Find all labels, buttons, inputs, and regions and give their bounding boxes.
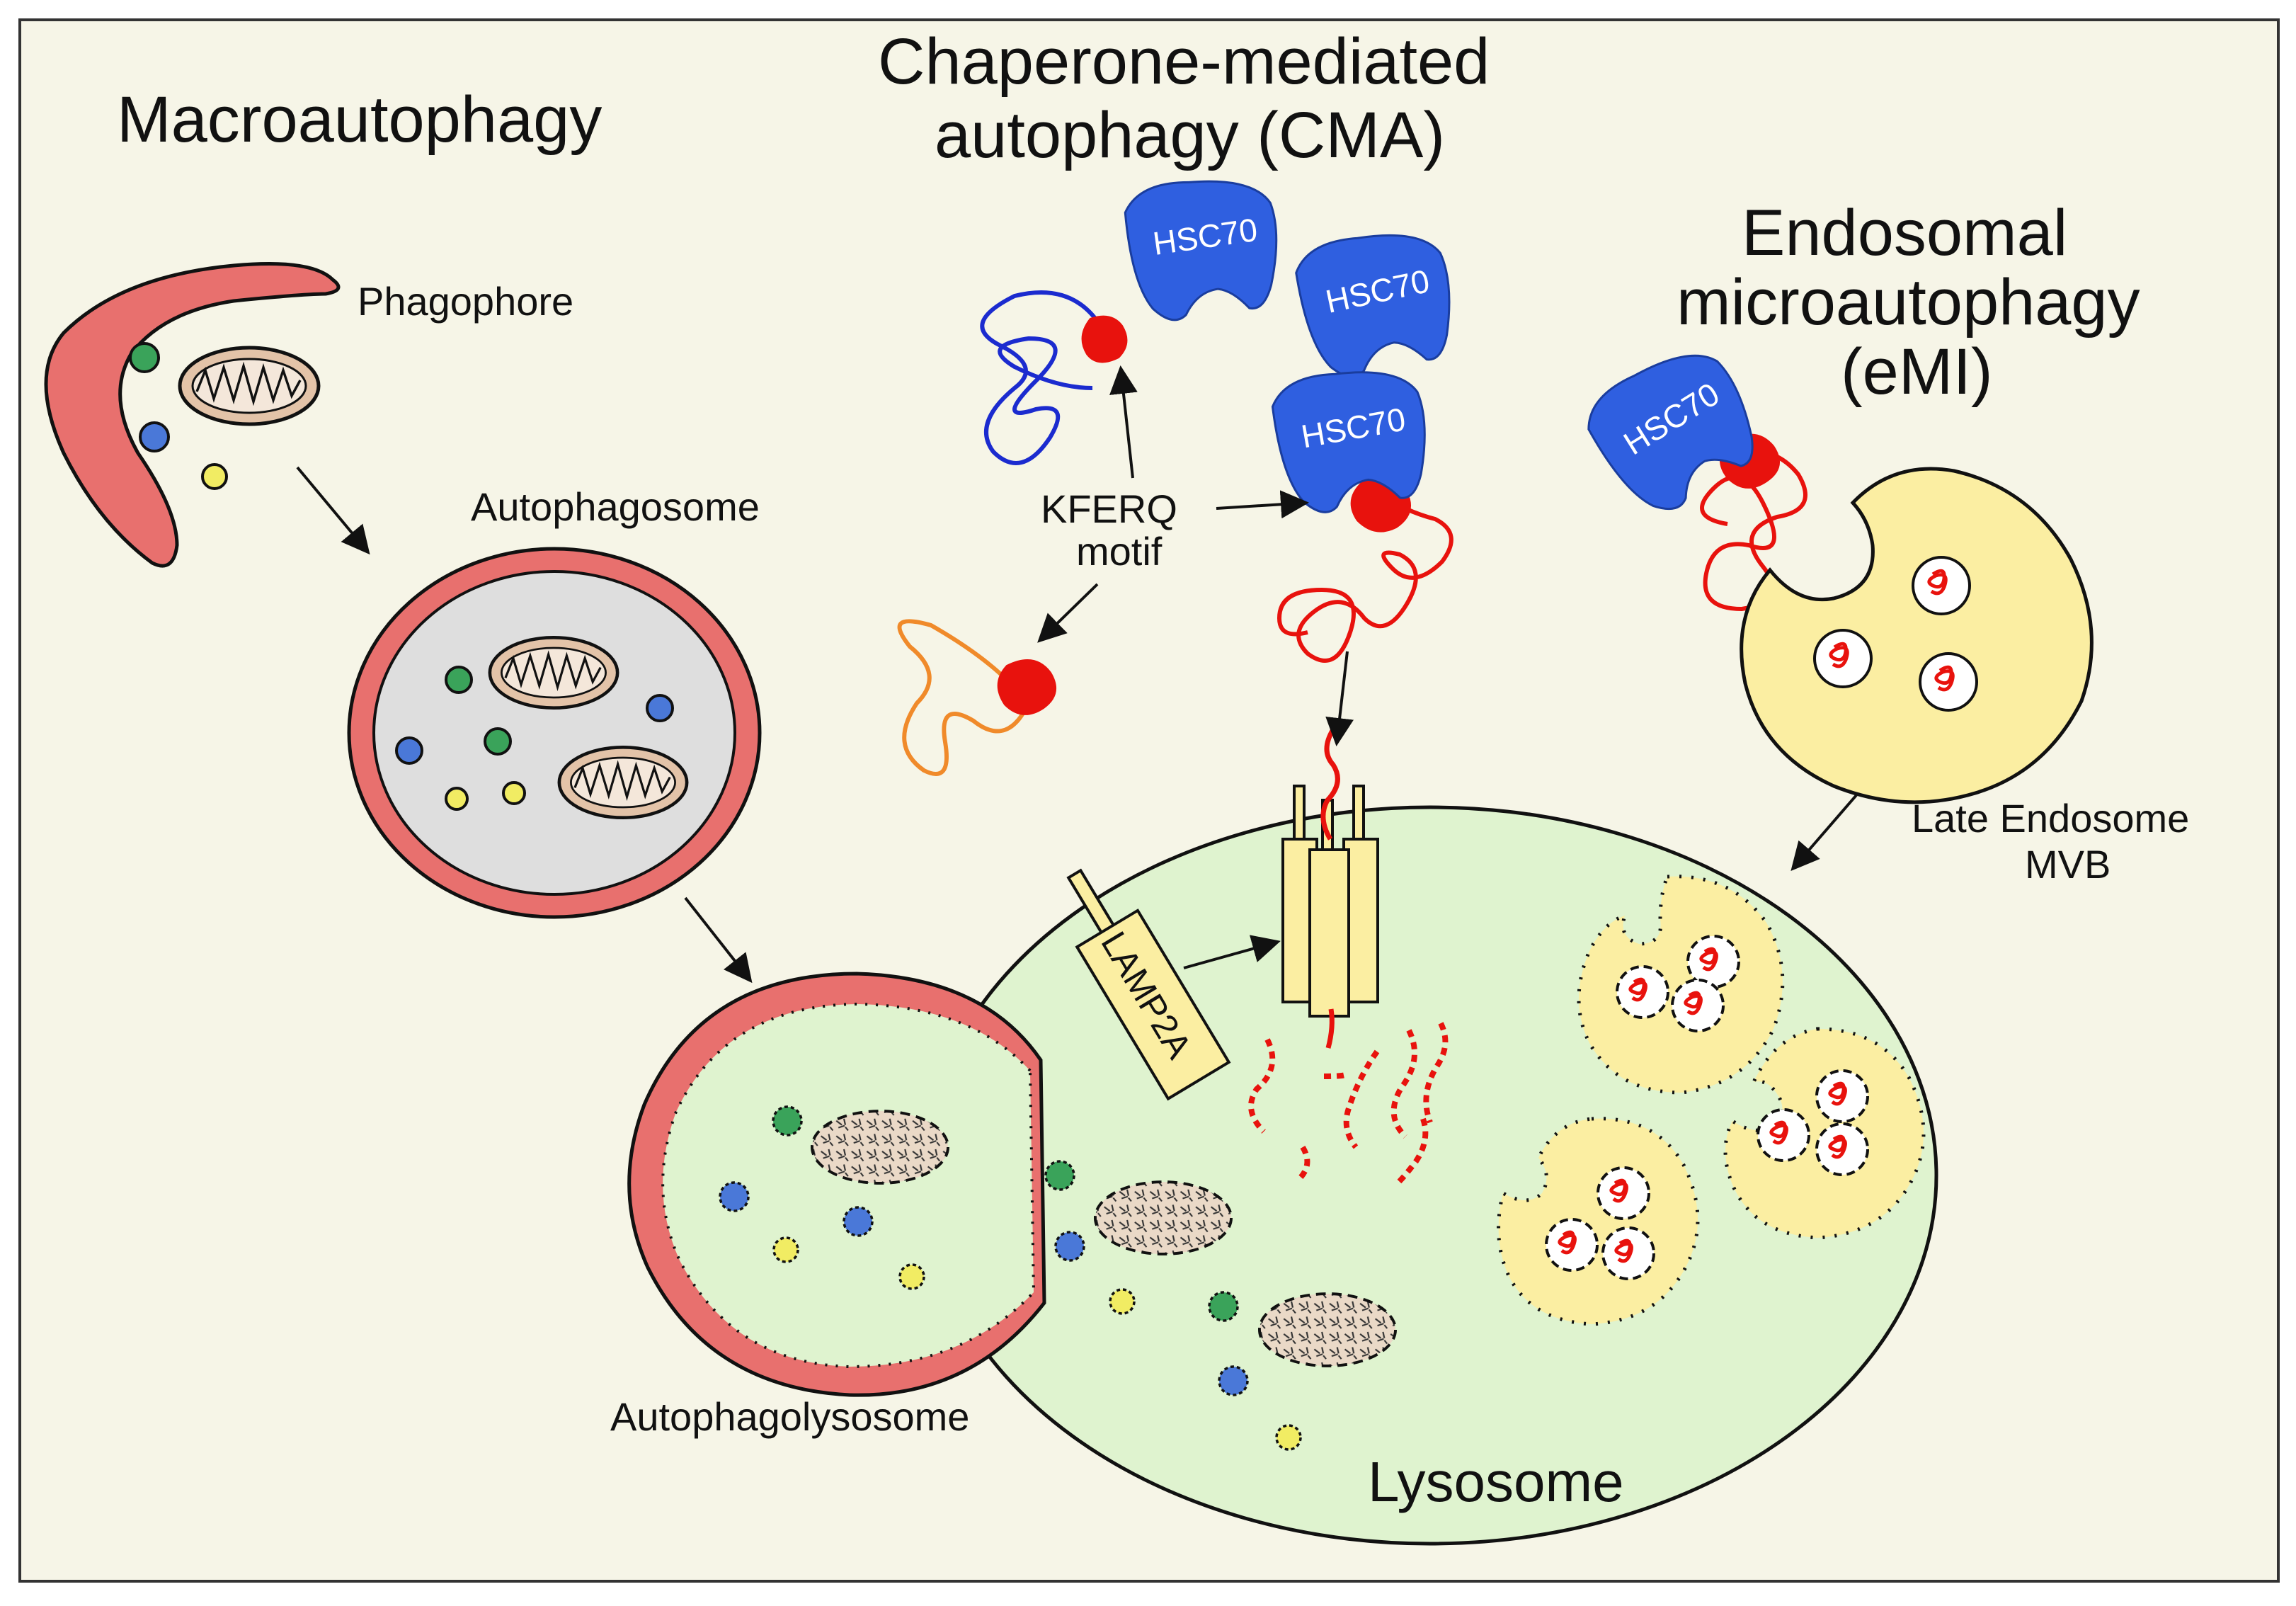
macroautophagy-heading: Macroautophagy	[117, 84, 602, 156]
intraluminal-vesicle	[1920, 654, 1977, 710]
cma-substrate-blue	[980, 290, 1128, 465]
autophagosome-lumen	[372, 570, 736, 896]
lysosome-label: Lysosome	[1368, 1450, 1624, 1513]
kferq-label-line2: motif	[1076, 529, 1163, 574]
cma-substrate-orange	[897, 619, 1057, 776]
degraded-mitochondrion	[1257, 1292, 1398, 1367]
cma-heading-line2: autophagy (CMA)	[935, 99, 1445, 171]
hsc70-chaperone: HSC70	[1267, 358, 1439, 520]
fused-endosome	[1497, 1117, 1700, 1326]
emi-heading-line1: Endosomal	[1742, 197, 2067, 269]
fused-endosome	[1577, 875, 1785, 1095]
fused-endosome	[1723, 1027, 1926, 1240]
cargo-yellow	[502, 781, 526, 805]
hsc70-chaperone: HSC70	[1120, 169, 1288, 326]
lamp2a-channel	[1281, 785, 1379, 1018]
arrow-phagophore-to-autophagosome	[296, 466, 370, 555]
translocating-substrate	[1320, 728, 1340, 841]
cargo-blue	[395, 736, 423, 765]
degraded-mitochondrion	[810, 1110, 950, 1185]
cma-heading-line1: Chaperone-mediated	[878, 25, 1490, 98]
autophagolysosome-label: Autophagolysosome	[610, 1394, 969, 1439]
hsc70-chaperone: HSC70	[1575, 331, 1775, 527]
phagophore-mitochondrion	[180, 348, 319, 424]
lamp2a-monomer: LAMP2A	[1066, 868, 1231, 1101]
arrow-lamp2a-to-channel	[1183, 935, 1281, 969]
emi-heading-line2: microautophagy	[1677, 266, 2140, 338]
hsc70-chaperone: HSC70	[1289, 219, 1465, 385]
cargo-green	[484, 727, 512, 756]
arrow-endosome-to-lysosome	[1790, 794, 1858, 872]
degraded-substrate-fragments	[1248, 1022, 1449, 1185]
arrow-kferq-to-bound-substrate	[1216, 490, 1309, 519]
cargo-green	[129, 342, 160, 373]
arrow-kferq-to-orange-substrate	[1037, 583, 1099, 643]
autophagosome-mitochondrion-bottom	[559, 747, 687, 817]
cargo-yellow	[201, 463, 228, 490]
late-endosome-label-line2: MVB	[2025, 842, 2111, 887]
degraded-mitochondrion	[1093, 1180, 1233, 1255]
autophagolysosome-lumen	[661, 1002, 1036, 1369]
phagophore-label: Phagophore	[358, 279, 573, 324]
late-endosome-label-line1: Late Endosome	[1912, 796, 2189, 841]
intraluminal-vesicle	[1913, 557, 1970, 614]
cargo-blue	[646, 694, 674, 722]
cargo-green	[445, 666, 473, 694]
arrow-autophagosome-to-autophagolysosome	[684, 896, 753, 984]
degraded-cargo-dots	[719, 1105, 1302, 1451]
kferq-label-line1: KFERQ	[1041, 486, 1177, 531]
arrow-substrate-to-channel	[1325, 651, 1354, 746]
intraluminal-vesicle	[1815, 630, 1871, 687]
autophagosome-label: Autophagosome	[471, 484, 760, 529]
autophagosome-mitochondrion-top	[490, 637, 617, 707]
arrow-kferq-to-blue-substrate	[1109, 365, 1138, 479]
late-endosome	[1740, 467, 2094, 804]
translocating-substrate-exit	[1325, 1008, 1335, 1049]
cargo-yellow	[445, 787, 469, 811]
cargo-blue	[139, 421, 170, 452]
emi-heading-line3: (eMI)	[1841, 336, 1993, 408]
phagophore-membrane	[44, 262, 341, 568]
